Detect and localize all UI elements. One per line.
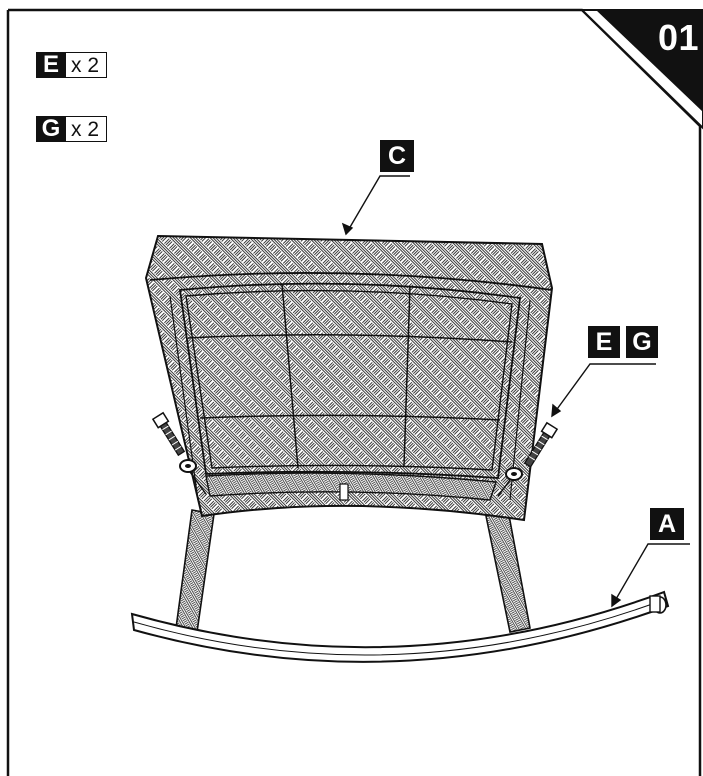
woven-seat-drawing	[144, 234, 554, 522]
washer-icon	[179, 459, 207, 495]
parts-list-item-e: E x 2	[36, 52, 108, 78]
callout-hardware: E G	[588, 326, 658, 358]
washer-icon	[497, 467, 523, 497]
step-badge	[579, 9, 703, 130]
callout-seat: C	[380, 140, 414, 172]
callout-separator	[620, 326, 626, 358]
bolt-icon	[151, 411, 186, 457]
chair-legs	[175, 508, 531, 633]
part-letter: E	[36, 52, 66, 78]
part-letter: G	[36, 116, 66, 142]
callout-rocker: A	[650, 508, 684, 540]
bolt-icon	[523, 421, 559, 468]
part-quantity: x 2	[66, 116, 108, 142]
step-number: 01	[657, 17, 699, 58]
leader-lines	[341, 175, 690, 608]
part-quantity: x 2	[66, 52, 108, 78]
parts-list-item-g: G x 2	[36, 116, 108, 142]
callout-hardware-letter: G	[632, 327, 652, 356]
callout-hardware-letter: E	[595, 327, 613, 356]
rocker-runner-drawing	[130, 590, 670, 663]
